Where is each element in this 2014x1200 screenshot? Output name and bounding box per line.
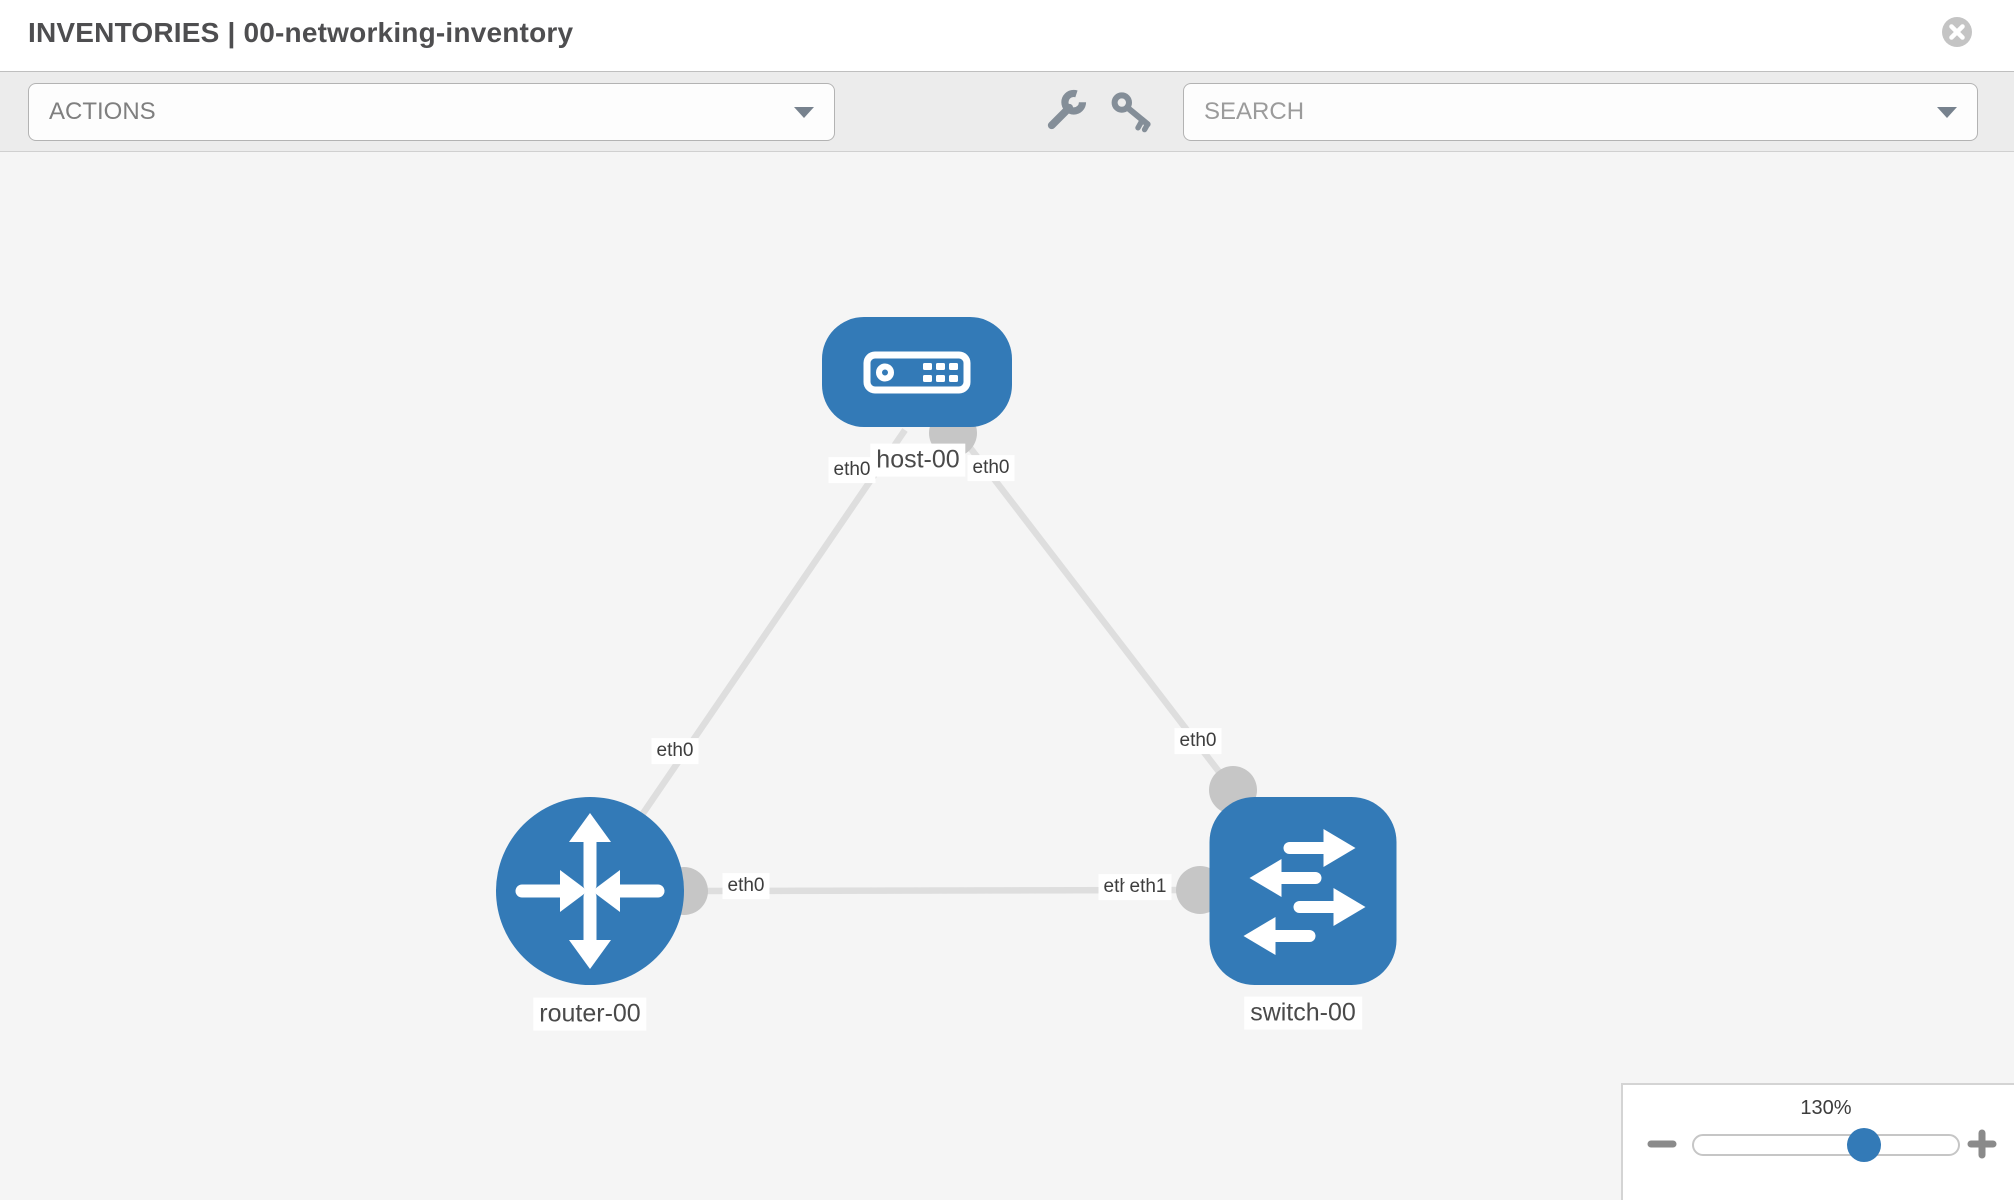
zoom-slider[interactable] — [1692, 1128, 1960, 1162]
search-dropdown[interactable]: SEARCH — [1183, 83, 1978, 141]
zoom-out-button[interactable] — [1647, 1129, 1677, 1159]
chevron-down-icon — [794, 106, 814, 118]
nodes-layer — [496, 317, 1397, 985]
wrench-icon — [1047, 89, 1087, 129]
close-icon — [1942, 17, 1972, 47]
key-icon — [1111, 91, 1151, 132]
page-title: INVENTORIES | 00-networking-inventory — [28, 17, 574, 48]
links-layer — [587, 428, 1236, 895]
zoom-in-button[interactable] — [1967, 1129, 1997, 1159]
plus-icon — [1967, 1129, 1997, 1159]
actions-dropdown-label: ACTIONS — [49, 98, 156, 125]
link-router-00-switch-00[interactable] — [683, 886, 1201, 895]
minus-icon — [1647, 1140, 1677, 1148]
search-placeholder: SEARCH — [1204, 98, 1305, 125]
node-host-00[interactable] — [822, 317, 1012, 427]
link-host-00-switch-00[interactable] — [955, 430, 1236, 792]
credentials-button[interactable] — [1104, 84, 1160, 140]
zoom-slider-thumb[interactable] — [1847, 1128, 1882, 1162]
actions-dropdown[interactable]: ACTIONS — [28, 83, 835, 141]
close-button[interactable] — [1940, 15, 1974, 49]
configure-button[interactable] — [1038, 84, 1094, 140]
zoom-panel: 130% — [1621, 1083, 2014, 1200]
toolbar: ACTIONS SEARCH — [0, 71, 2014, 152]
node-switch-00[interactable] — [1209, 797, 1397, 985]
node-router-00[interactable] — [496, 797, 684, 985]
header: INVENTORIES | 00-networking-inventory — [0, 0, 2014, 71]
zoom-level: 130% — [1800, 1097, 1852, 1119]
topology-svg — [496, 317, 1397, 985]
chevron-down-icon — [1937, 106, 1957, 118]
